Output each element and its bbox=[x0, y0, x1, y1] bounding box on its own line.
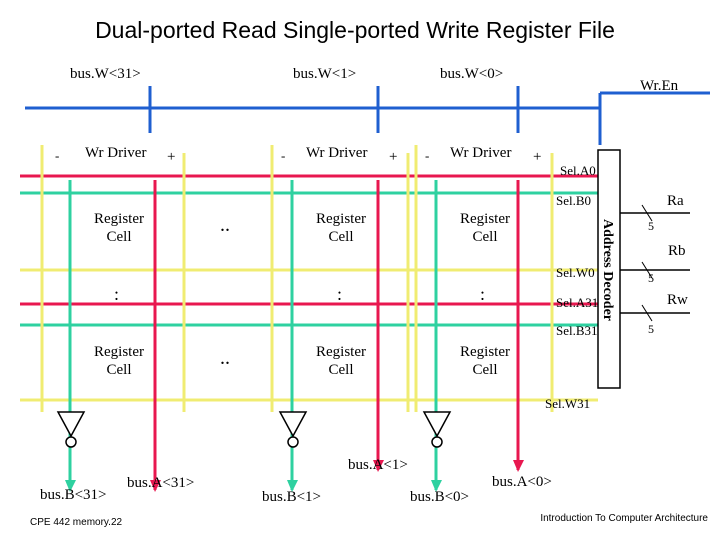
buffer-0 bbox=[422, 411, 452, 448]
register-cell-0-31: Register Cell bbox=[454, 341, 516, 379]
cell-label: Register bbox=[460, 211, 510, 227]
label-busw1: bus.W<1> bbox=[293, 66, 356, 82]
label-busw31: bus.W<31> bbox=[70, 66, 141, 82]
driver-plus: + bbox=[533, 149, 541, 165]
register-cells: Register Cell Register Cell Register Cel… bbox=[88, 208, 516, 379]
select-labels: Sel.A0 Sel.B0 Sel.W0 Sel.A31 Sel.B31 Sel… bbox=[545, 163, 598, 411]
label-busa1: bus.A<1> bbox=[348, 457, 408, 473]
decoder-input-ra: Ra bbox=[667, 193, 684, 209]
wr-driver-0: - Wr Driver + bbox=[421, 133, 556, 165]
register-cell-31-0: Register Cell bbox=[88, 208, 150, 246]
label-selb31: Sel.B31 bbox=[556, 323, 598, 338]
label-sela0: Sel.A0 bbox=[560, 163, 596, 178]
cell-label: Cell bbox=[107, 362, 132, 378]
buffer-1 bbox=[278, 411, 308, 448]
write-drivers: - Wr Driver + - Wr Driver + - Wr Driver … bbox=[48, 133, 556, 165]
decoder-input-rb-width: 5 bbox=[648, 271, 654, 285]
decoder-input-ra-width: 5 bbox=[648, 219, 654, 233]
label-busa0: bus.A<0> bbox=[492, 474, 552, 490]
label-wren: Wr.En bbox=[640, 78, 679, 94]
decoder-input-rw: Rw bbox=[667, 292, 688, 308]
output-labels: bus.A<31> bus.B<31> bus.A<1> bus.B<1> bu… bbox=[40, 457, 552, 505]
driver-minus: - bbox=[55, 148, 59, 163]
cell-label: Register bbox=[94, 211, 144, 227]
label-busb1: bus.B<1> bbox=[262, 489, 321, 505]
label-busa31: bus.A<31> bbox=[127, 475, 194, 491]
driver-minus: - bbox=[281, 148, 285, 163]
footer-left: CPE 442 memory.22 bbox=[30, 517, 123, 528]
driver-label: Wr Driver bbox=[306, 145, 367, 161]
ellipsis-h: .. bbox=[220, 214, 230, 236]
cell-label: Cell bbox=[107, 229, 132, 245]
cell-label: Cell bbox=[329, 229, 354, 245]
cell-label: Register bbox=[460, 344, 510, 360]
cell-label: Register bbox=[94, 344, 144, 360]
wr-driver-31: - Wr Driver + bbox=[48, 133, 188, 165]
register-cell-31-31: Register Cell bbox=[88, 341, 150, 379]
cell-label: Cell bbox=[473, 362, 498, 378]
buffer-31 bbox=[56, 411, 86, 448]
bus-w-labels: bus.W<31> bus.W<1> bus.W<0> Wr.En bbox=[70, 66, 679, 94]
ellipsis-v: : bbox=[114, 284, 119, 304]
register-cell-1-31: Register Cell bbox=[310, 341, 372, 379]
output-buffers bbox=[56, 411, 452, 448]
driver-plus: + bbox=[389, 149, 397, 165]
label-selw0: Sel.W0 bbox=[556, 265, 595, 280]
label-selw31: Sel.W31 bbox=[545, 396, 590, 411]
label-busw0: bus.W<0> bbox=[440, 66, 503, 82]
cell-label: Register bbox=[316, 344, 366, 360]
output-arrowheads bbox=[65, 460, 524, 492]
ellipsis-v: : bbox=[337, 284, 342, 304]
cell-label: Register bbox=[316, 211, 366, 227]
cell-label: Cell bbox=[473, 229, 498, 245]
write-bus-wires bbox=[25, 86, 710, 145]
label-selb0: Sel.B0 bbox=[556, 193, 591, 208]
select-lines bbox=[20, 174, 598, 402]
ellipses: .. .. : : : bbox=[114, 214, 485, 369]
cell-label: Cell bbox=[329, 362, 354, 378]
ellipsis-v: : bbox=[480, 284, 485, 304]
ellipsis-h: .. bbox=[220, 347, 230, 369]
column-wires bbox=[40, 145, 554, 490]
register-cell-0-0: Register Cell bbox=[454, 208, 516, 246]
decoder-input-rb: Rb bbox=[668, 243, 686, 259]
register-cell-1-0: Register Cell bbox=[310, 208, 372, 246]
wr-driver-1: - Wr Driver + bbox=[277, 133, 412, 165]
diagram-title: Dual-ported Read Single-ported Write Reg… bbox=[95, 17, 615, 43]
label-busb31: bus.B<31> bbox=[40, 487, 107, 503]
label-sela31: Sel.A31 bbox=[556, 295, 598, 310]
decoder-input-rw-width: 5 bbox=[648, 322, 654, 336]
decoder-label: Address Decoder bbox=[600, 219, 615, 321]
footer-right: Introduction To Computer Architecture bbox=[540, 513, 708, 524]
driver-minus: - bbox=[425, 148, 429, 163]
driver-plus: + bbox=[167, 149, 175, 165]
address-decoder: Address Decoder Ra 5 Rb 5 Rw 5 bbox=[597, 149, 690, 389]
driver-label: Wr Driver bbox=[85, 145, 146, 161]
label-busb0: bus.B<0> bbox=[410, 489, 469, 505]
driver-label: Wr Driver bbox=[450, 145, 511, 161]
